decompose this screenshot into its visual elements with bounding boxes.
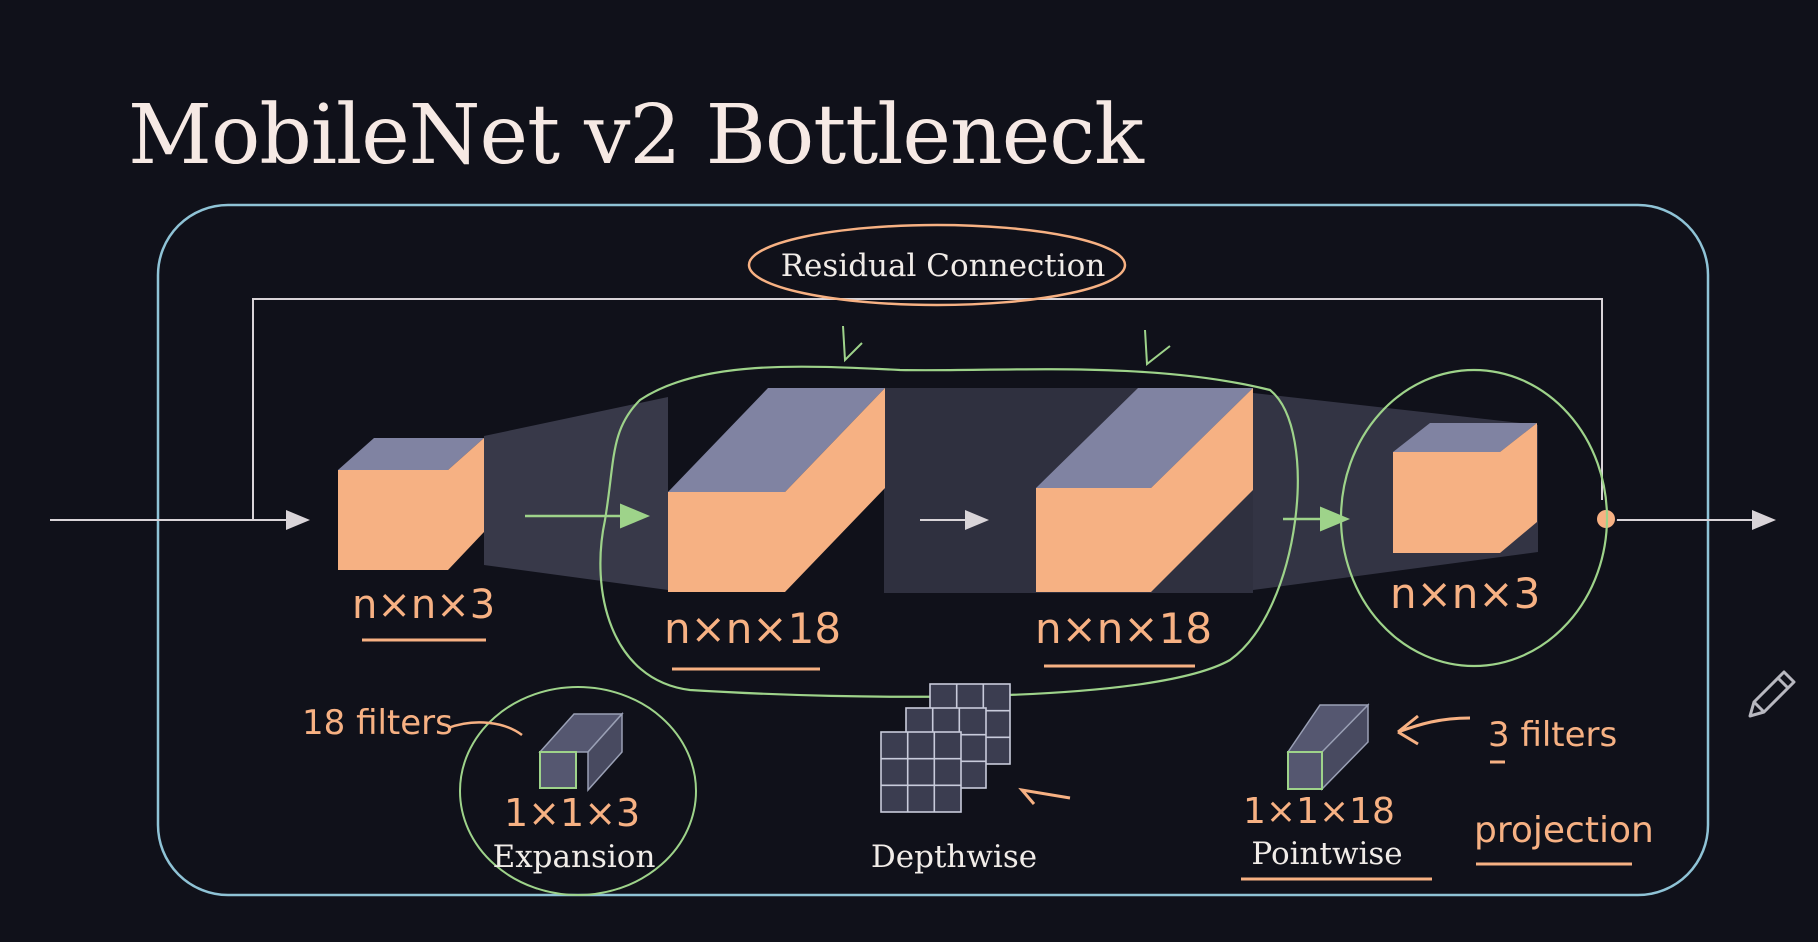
- expansion-kernel: 18 filters 1×1×3 Expansion: [302, 686, 697, 896]
- tensor-label-output: n×n×3: [1390, 569, 1540, 618]
- tensor-depthwise-out: [1036, 388, 1253, 592]
- expanded-region-loop: [599, 365, 1299, 698]
- tensor-expanded: [668, 388, 885, 592]
- depthwise-tick-1: [842, 325, 863, 363]
- residual-connection: Residual Connection: [252, 223, 1603, 520]
- expansion-filters: 18 filters: [302, 703, 453, 743]
- expansion-kernel-size: 1×1×3: [504, 791, 640, 835]
- depthwise-tick-2: [1144, 329, 1171, 366]
- page-title: MobileNet v2 Bottleneck: [128, 88, 1144, 183]
- block-outline: [156, 203, 1710, 897]
- pointwise-note: projection: [1474, 810, 1654, 851]
- pointwise-filters: 3 filters: [1488, 715, 1617, 755]
- depthwise-kernel: [880, 683, 1071, 813]
- tensor-label-input: n×n×3: [352, 582, 495, 628]
- pointwise-kernel: 3 filters 1×1×18 Pointwise projection: [1241, 703, 1654, 881]
- pointwise-kernel-size: 1×1×18: [1243, 791, 1395, 832]
- tensor-input: [338, 438, 484, 570]
- tensor-labels: n×n×3 n×n×18 n×n×18 n×n×3: [352, 569, 1540, 671]
- residual-label: Residual Connection: [781, 248, 1106, 284]
- volume-expand: [484, 397, 668, 590]
- tensor-label-depthwise-out: n×n×18: [1035, 604, 1212, 653]
- expansion-label: Expansion: [493, 839, 656, 875]
- residual-label-circle: [747, 223, 1127, 307]
- output-circle: [1339, 368, 1609, 668]
- pointwise-label: Pointwise: [1251, 836, 1402, 872]
- tensor-output: [1393, 423, 1537, 553]
- tensor-label-expanded: n×n×18: [664, 604, 841, 653]
- depthwise-label: Depthwise: [871, 839, 1037, 875]
- pencil-icon[interactable]: [1740, 662, 1804, 726]
